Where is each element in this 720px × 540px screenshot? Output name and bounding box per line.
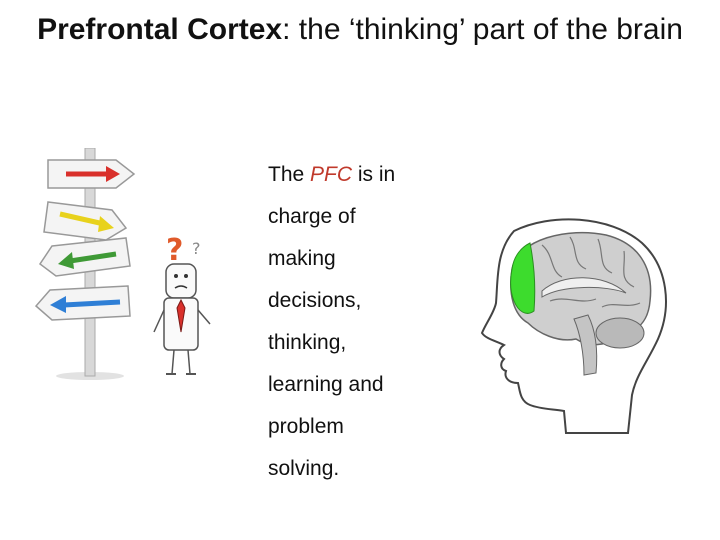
body-line: solving. — [268, 457, 340, 480]
body-prefix: The — [268, 163, 311, 186]
body-first-line-suffix: is in — [352, 163, 396, 186]
slide-title: Prefrontal Cortex: the ‘thinking’ part o… — [20, 8, 700, 52]
signpost-illustration — [34, 148, 136, 380]
body-line: thinking, — [268, 331, 347, 354]
svg-text:?: ? — [166, 233, 183, 268]
body-line: learning and — [268, 373, 384, 396]
pfc-highlight: PFC — [310, 163, 353, 186]
confused-person-illustration: ? ? — [153, 233, 211, 375]
body-line-1: The PFC is in — [268, 154, 458, 196]
svg-text:?: ? — [192, 239, 201, 258]
body-line: problem — [268, 415, 344, 438]
brain-head-illustration — [480, 218, 667, 434]
body-line: charge of — [268, 205, 356, 228]
body-text: The PFC is in charge of making decisions… — [268, 154, 458, 490]
body-line: making — [268, 247, 336, 270]
title-rest: : the ‘thinking’ part of the brain — [282, 13, 683, 46]
title-bold: Prefrontal Cortex — [37, 13, 283, 46]
body-line: decisions, — [268, 289, 362, 312]
